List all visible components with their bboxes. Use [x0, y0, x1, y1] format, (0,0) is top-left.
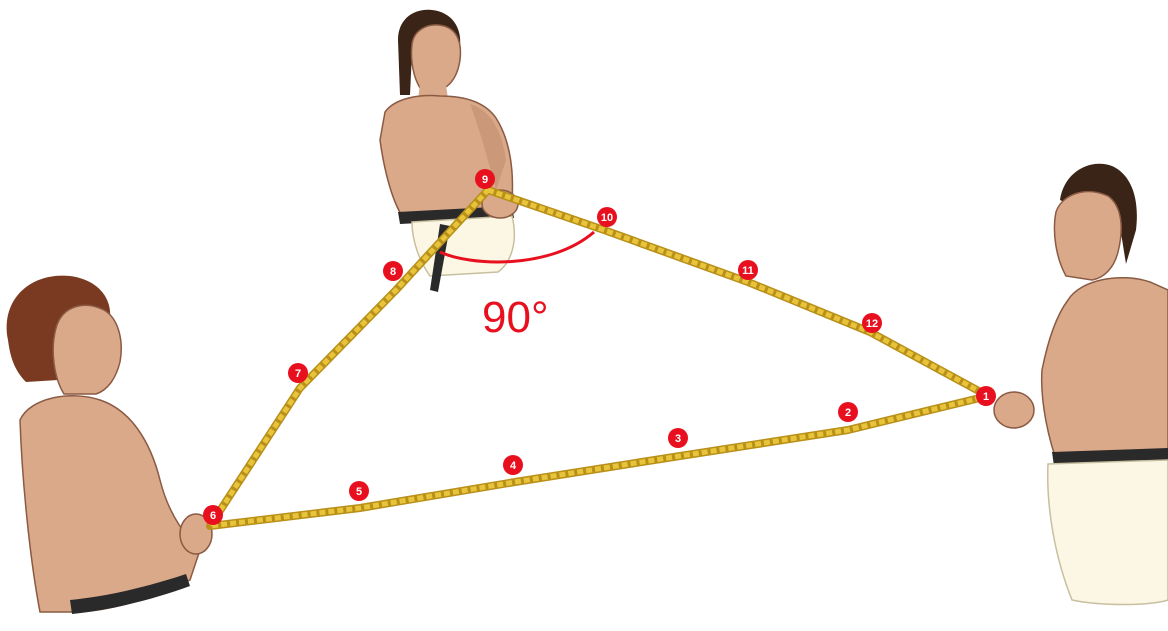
hair-top-man: [398, 9, 461, 95]
knot-number: 5: [356, 486, 362, 498]
knot-7: 7: [288, 363, 308, 383]
knot-badge: [668, 428, 688, 448]
knot-badge: [738, 260, 758, 280]
knot-badge: [503, 455, 523, 475]
head-right-man: [1053, 190, 1122, 281]
belt-left-man: [70, 574, 190, 614]
knot-number: 12: [866, 318, 878, 330]
knot-number: 4: [510, 460, 517, 472]
rope: [206, 186, 992, 530]
knot-10: 10: [597, 207, 617, 227]
figure-top-man: [379, 9, 519, 292]
knot-number: 2: [845, 407, 851, 419]
knot-8: 8: [383, 261, 403, 281]
knot-number: 8: [390, 266, 396, 278]
figure-left-man: [6, 275, 213, 614]
knot-number: 7: [295, 368, 301, 380]
knot-12: 12: [862, 313, 882, 333]
cloth-right-man: [1046, 459, 1168, 606]
right-angle-arc: [439, 230, 595, 264]
head-left-man: [52, 304, 122, 395]
knot-badge: [383, 261, 403, 281]
knot-number: 9: [482, 174, 488, 186]
knot-badge: [597, 207, 617, 227]
knot-5: 5: [349, 481, 369, 501]
rope-highlight: [207, 187, 991, 529]
hands-left-man: [179, 513, 213, 555]
torso-shadow-top-man: [470, 104, 506, 190]
angle-label: 90°: [482, 293, 549, 342]
knot-4: 4: [503, 455, 523, 475]
knot-3: 3: [668, 428, 688, 448]
hands-right-man: [993, 391, 1035, 429]
rope-triangle: [206, 186, 992, 530]
knot-badge: [475, 169, 495, 189]
knot-11: 11: [738, 260, 758, 280]
knot-2: 2: [838, 402, 858, 422]
knot-number: 6: [210, 510, 216, 522]
knot-number: 1: [983, 391, 989, 403]
cloth-top-man: [411, 215, 516, 277]
knot-number: 11: [742, 265, 754, 277]
knot-1: 1: [976, 386, 996, 406]
hair-right-man: [1060, 163, 1137, 264]
head-top-man: [410, 24, 462, 89]
knot-badge: [349, 481, 369, 501]
knot-badge: [976, 386, 996, 406]
knot-number: 3: [675, 433, 681, 445]
knot-badge: [838, 402, 858, 422]
knot-badge: [862, 313, 882, 333]
knot-badge: [288, 363, 308, 383]
torso-right-man: [1040, 276, 1168, 471]
figure-right-man: [993, 163, 1168, 606]
knot-9: 9: [475, 169, 495, 189]
knot-badge: [203, 505, 223, 525]
knot-number: 10: [601, 212, 613, 224]
knot-6: 6: [203, 505, 223, 525]
